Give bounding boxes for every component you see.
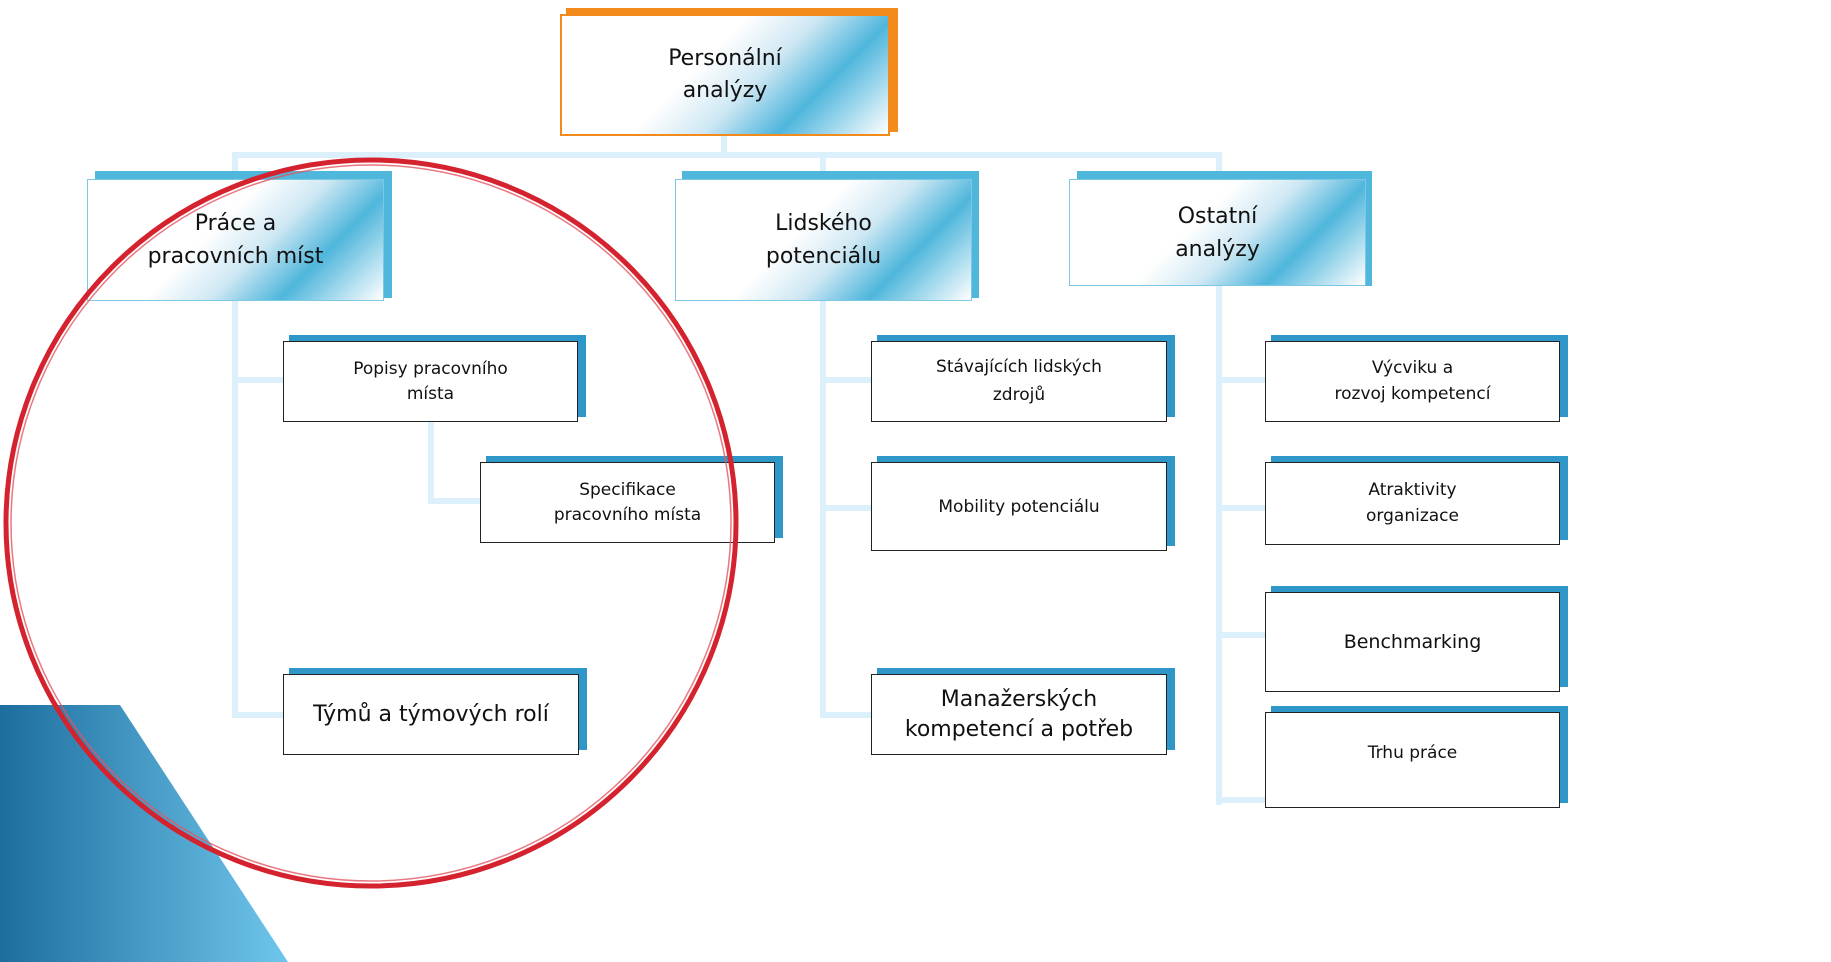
potential-item-3: Manažerských kompetencí a potřeb	[871, 674, 1167, 755]
connector-cat3-drop	[1216, 152, 1222, 182]
other-item-4-label: Trhu práce	[1367, 743, 1458, 763]
category-work-label: Práce a pracovních míst	[147, 211, 324, 269]
work-item-1-label: Popisy pracovního místa	[353, 358, 508, 404]
connector-other-branch-2	[1216, 505, 1266, 511]
other-item-3: Benchmarking	[1265, 592, 1560, 692]
connector-work-branch-3	[232, 712, 284, 718]
connector-potential-branch-2	[820, 505, 872, 511]
work-item-1: Popisy pracovního místa	[283, 341, 578, 422]
category-other-label: Ostatní analýzy	[1175, 203, 1260, 262]
other-item-2-label: Atraktivity organizace	[1366, 480, 1459, 526]
category-work: Práce a pracovních míst	[87, 179, 384, 301]
root-node-label: Personální analýzy	[668, 46, 782, 103]
connector-work-vertical	[232, 300, 238, 718]
other-item-4: Trhu práce	[1265, 712, 1560, 808]
connector-potential-branch-1	[820, 377, 872, 383]
other-item-1: Výcviku a rozvoj kompetencí	[1265, 341, 1560, 422]
potential-item-1: Stávajících lidských zdrojů	[871, 341, 1167, 422]
potential-item-2-label: Mobility potenciálu	[938, 496, 1100, 517]
work-item-2-label: Specifikace pracovního místa	[553, 479, 702, 525]
connector-cat2-drop	[820, 152, 826, 182]
other-item-2: Atraktivity organizace	[1265, 462, 1560, 545]
connector-top-horizontal	[232, 152, 1222, 158]
connector-other-branch-1	[1216, 377, 1266, 383]
connector-other-vertical	[1216, 285, 1222, 805]
connector-work-branch-1	[232, 377, 284, 383]
other-item-3-label: Benchmarking	[1343, 631, 1482, 653]
connector-other-branch-3	[1216, 632, 1266, 638]
category-other: Ostatní analýzy	[1069, 179, 1366, 286]
other-item-1-label: Výcviku a rozvoj kompetencí	[1334, 358, 1491, 404]
connector-other-branch-4	[1216, 797, 1266, 803]
potential-item-1-label: Stávajících lidských zdrojů	[936, 357, 1102, 405]
root-node: Personální analýzy	[560, 14, 890, 136]
connector-spec-branch	[428, 498, 480, 504]
category-potential: Lidského potenciálu	[675, 179, 972, 301]
connector-spec-vertical	[428, 422, 434, 504]
potential-item-3-label: Manažerských kompetencí a potřeb	[904, 686, 1134, 742]
work-item-3-label: Týmů a týmových rolí	[313, 702, 549, 727]
connector-root-stem	[721, 135, 727, 155]
work-item-3: Týmů a týmových rolí	[283, 674, 579, 755]
work-item-2: Specifikace pracovního místa	[480, 462, 775, 543]
category-potential-label: Lidského potenciálu	[765, 211, 882, 269]
potential-item-2: Mobility potenciálu	[871, 462, 1167, 551]
connector-potential-branch-3	[820, 712, 872, 718]
